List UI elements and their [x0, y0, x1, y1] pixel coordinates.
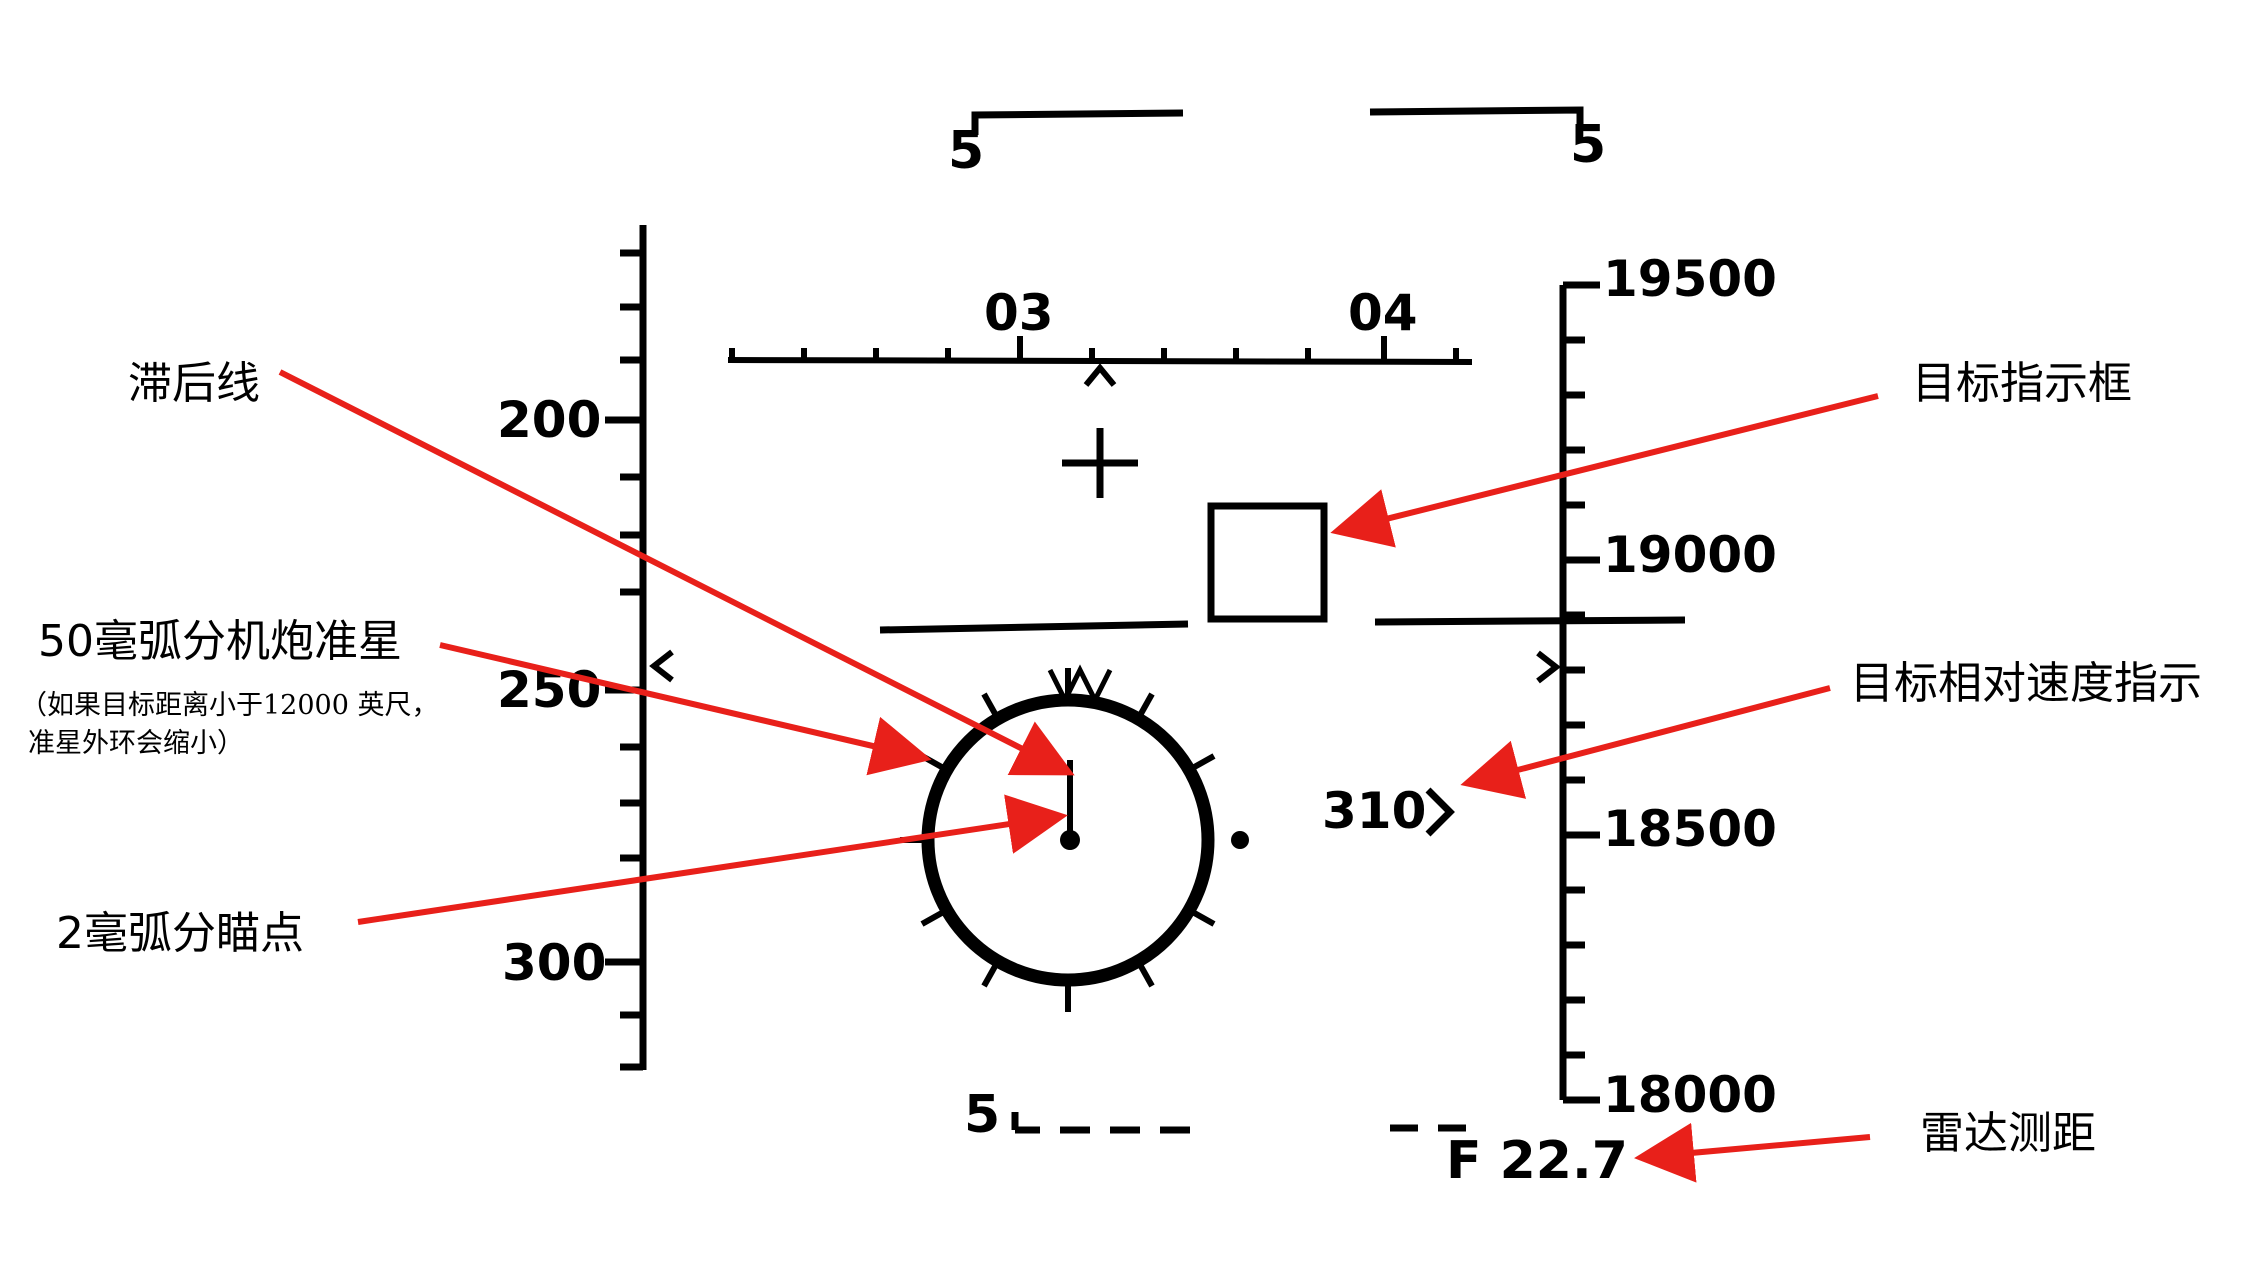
label-gun-reticle: 50毫弧分机炮准星: [38, 616, 402, 667]
pitch-label-top-right: 5: [1570, 115, 1606, 175]
callout-arrow-pipper: [357, 794, 1068, 925]
callout-arrows: [278, 369, 1879, 1183]
altitude-label-18500: 18500: [1603, 800, 1777, 858]
heading-label-03: 03: [984, 284, 1054, 342]
callout-arrow-radar-range: [1634, 1122, 1871, 1183]
pitch-ladder-bottom: [1011, 1112, 1466, 1134]
heading-label-04: 04: [1348, 284, 1418, 342]
closure-rate-caret: [1425, 787, 1455, 837]
pitch-label-bottom-left: 5: [964, 1085, 1000, 1145]
altitude-caret: [1536, 650, 1561, 684]
callout-arrow-lag-line: [278, 369, 1075, 776]
heading-tape: [727, 336, 1473, 365]
airspeed-label-300: 300: [502, 934, 606, 992]
callout-arrow-closure-rate: [1460, 685, 1831, 799]
airspeed-tape: [605, 225, 647, 1071]
gun-reticle: [900, 664, 1249, 1012]
horizon-line: [879, 616, 1686, 634]
airspeed-caret: [649, 649, 674, 683]
callout-arrow-target-box: [1330, 393, 1879, 548]
reticle-range-dot: [1231, 831, 1249, 849]
closure-rate-value: 310: [1322, 782, 1426, 840]
label-radar-range: 雷达测距: [1920, 1108, 2096, 1159]
label-lag-line: 滞后线: [128, 358, 260, 409]
boresight-cross: [1062, 428, 1138, 498]
callout-arrow-gun-reticle: [439, 642, 932, 776]
label-gun-reticle-note-2: 准星外环会缩小）: [28, 728, 244, 759]
altitude-tape: [1559, 281, 1600, 1104]
target-designator-box: [1207, 502, 1328, 623]
pitch-label-top-left: 5: [948, 121, 984, 181]
pipper: [1060, 830, 1080, 850]
heading-caret: [1083, 363, 1117, 387]
label-closure-indicator: 目标相对速度指示: [1850, 658, 2202, 709]
altitude-label-18000: 18000: [1603, 1066, 1777, 1124]
pitch-ladder-top: [971, 106, 1584, 135]
radar-range-value: F 22.7: [1446, 1131, 1628, 1191]
label-pipper: 2毫弧分瞄点: [56, 908, 304, 959]
label-gun-reticle-note-1: （如果目标距离小于12000 英尺，: [20, 690, 438, 721]
airspeed-label-200: 200: [497, 391, 601, 449]
label-target-box: 目标指示框: [1912, 358, 2132, 409]
altitude-label-19000: 19000: [1603, 526, 1777, 584]
altitude-label-19500: 19500: [1603, 250, 1777, 308]
